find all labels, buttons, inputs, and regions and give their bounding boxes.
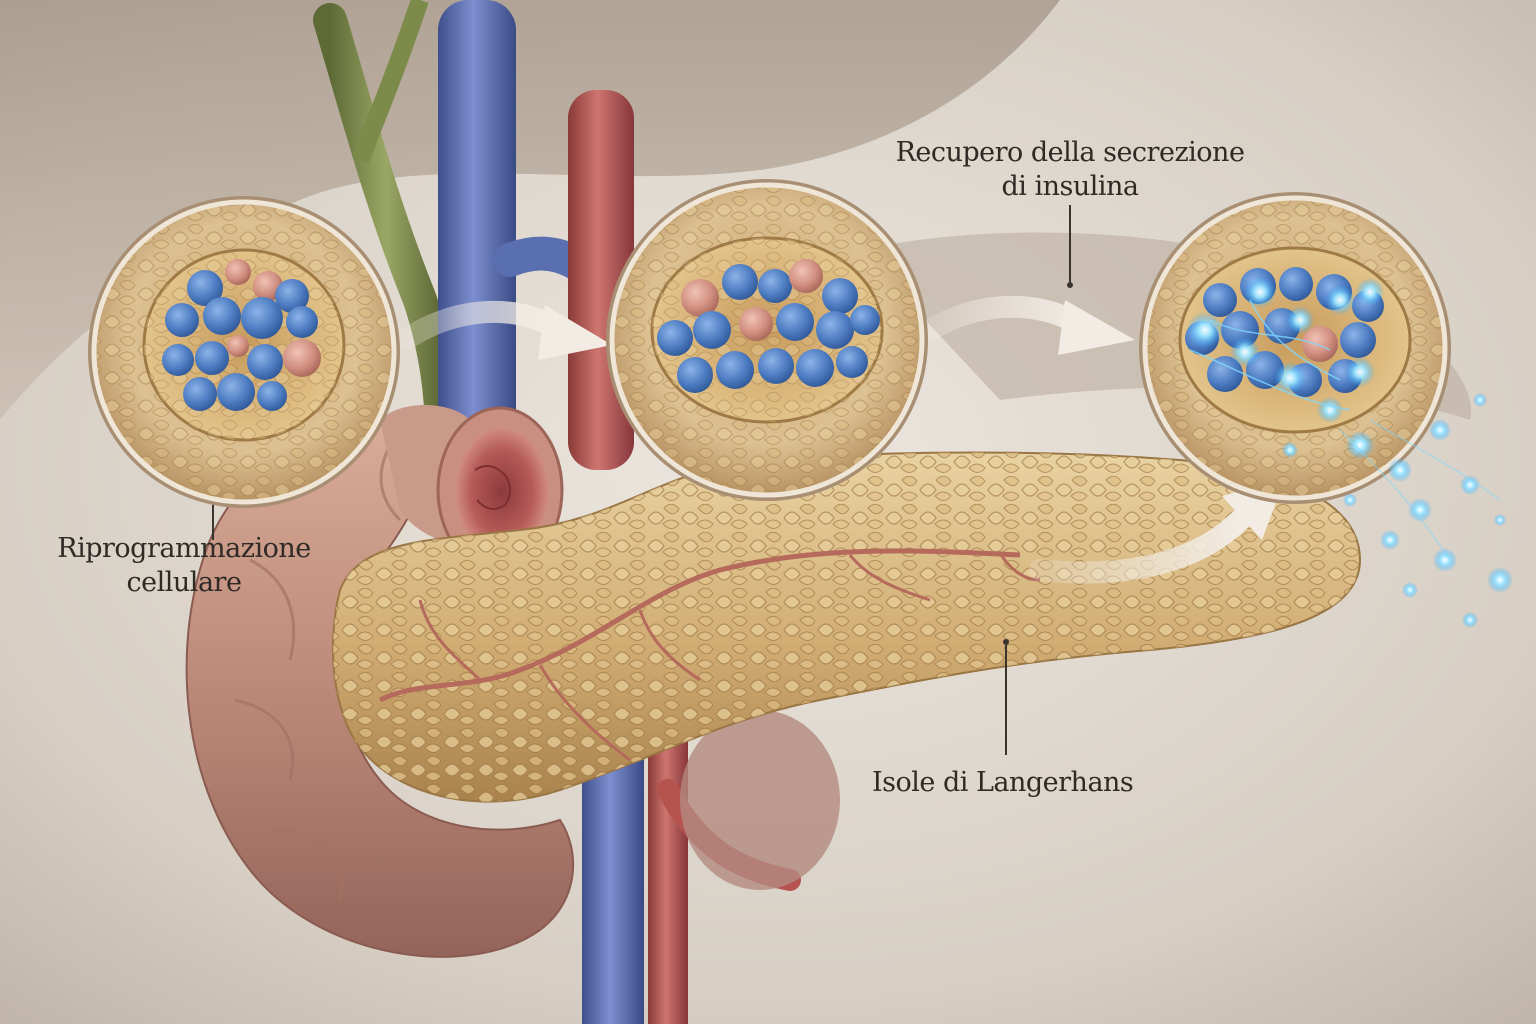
insulin-particles <box>1282 393 1513 628</box>
label-islets-of-langerhans: Isole di Langerhans <box>872 767 1134 798</box>
magnified-islet-2 <box>606 179 928 501</box>
pancreatic-artery <box>378 548 1021 703</box>
arrow-1-head <box>538 305 612 360</box>
label-insulin-line1: Recupero della secrezione <box>895 137 1245 168</box>
bile-duct-branch <box>351 0 429 164</box>
label-cellular-reprogramming: Riprogrammazione cellulare <box>44 532 324 600</box>
cell-cluster-2 <box>657 259 880 393</box>
label-insulin-secretion-recovery: Recupero della secrezione di insulina <box>870 136 1270 204</box>
magnified-islet-1 <box>88 196 400 508</box>
label-cellular-reprogramming-line2: cellulare <box>126 567 242 598</box>
portal-vein <box>438 0 516 470</box>
lower-artery <box>648 730 688 1024</box>
insulin-glow-cells <box>1187 276 1384 423</box>
arrow-3 <box>1029 509 1251 584</box>
duodenum-folds <box>234 429 402 901</box>
arrow-2-head <box>1058 300 1135 355</box>
duodenum-lumen <box>456 428 548 556</box>
liver-shadow <box>0 0 1060 420</box>
cell-cluster-1 <box>162 259 321 411</box>
label-insulin-line2: di insulina <box>1001 171 1139 202</box>
magnified-islet-3 <box>1139 192 1451 504</box>
arrow-1 <box>394 300 571 351</box>
label-cellular-reprogramming-line1: Riprogrammazione <box>57 533 311 564</box>
kidney <box>680 710 840 890</box>
